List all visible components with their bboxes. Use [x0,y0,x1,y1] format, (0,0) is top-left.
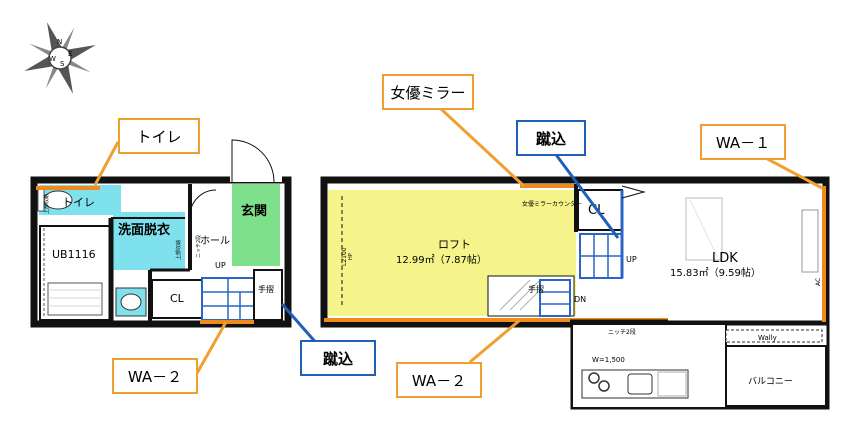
washroom-label: 洗面脱衣 [118,222,170,238]
upper-storage-label: 上部収納 [43,194,50,214]
wally-label: Wally [758,334,777,342]
up-label-left: UP [215,261,226,270]
callout-leaders [93,106,823,376]
left-staircase [201,277,255,321]
niche-label-left: ニッチ2段 [195,235,202,258]
callout-toilet: トイレ [118,118,200,154]
callout-wa2-left: WA－２ [112,358,198,394]
ldk-label: LDK [712,251,738,266]
closet-label-left: CL [170,292,185,305]
callout-kerikomi-left: 蹴込 [300,340,376,376]
lower-storage-label: 上部収納 [175,240,182,260]
up-label-right: UP [626,255,637,264]
handrail-label-left: 手摺 [258,284,274,294]
balcony-label: バルコニー [748,376,793,387]
entrance-area [232,184,280,266]
compass-rose-icon: N E S W [24,22,96,94]
unitbath-label: UB1116 [52,248,96,261]
kitchen-width-label: W=1,500 [592,356,625,364]
callout-kerikomi-right: 蹴込 [516,120,586,156]
right-staircase [579,233,623,279]
mirror-counter-label: 女優ミラーカウンター [522,200,582,208]
loft-height-sub-label: HP [348,253,354,260]
loft-area-label: 12.99㎡（7.87帖） [396,253,487,266]
handrail-label-right: 手摺 [528,284,544,294]
ac-label: AC [815,278,822,286]
compass-letter-n: N [57,38,62,46]
callout-wa1: WA－１ [700,124,786,160]
entrance-label: 玄関 [241,203,267,219]
callout-wa2-right: WA－２ [396,362,482,398]
callout-mirror: 女優ミラー [382,74,474,110]
niche-label-right: ニッチ2段 [608,328,636,336]
toilet-room-label: トイレ [62,196,95,209]
compass-letter-w: W [49,55,56,63]
balcony-area [725,345,827,407]
compass-letter-s: S [60,60,65,68]
dn-label: DN [574,295,586,304]
hall-label: ホール [200,235,230,247]
left-floor-plan: トイレ 上部収納 洗面脱衣 UB1116 玄関 ホール ニッチ2段 上部収納 U… [30,138,292,328]
loft-height-label: L2100 [341,247,348,266]
compass-letter-e: E [68,50,72,58]
washroom-area [113,212,185,270]
ldk-area-label: 15.83㎡（9.59帖） [670,266,761,279]
loft-label: ロフト [438,238,471,251]
